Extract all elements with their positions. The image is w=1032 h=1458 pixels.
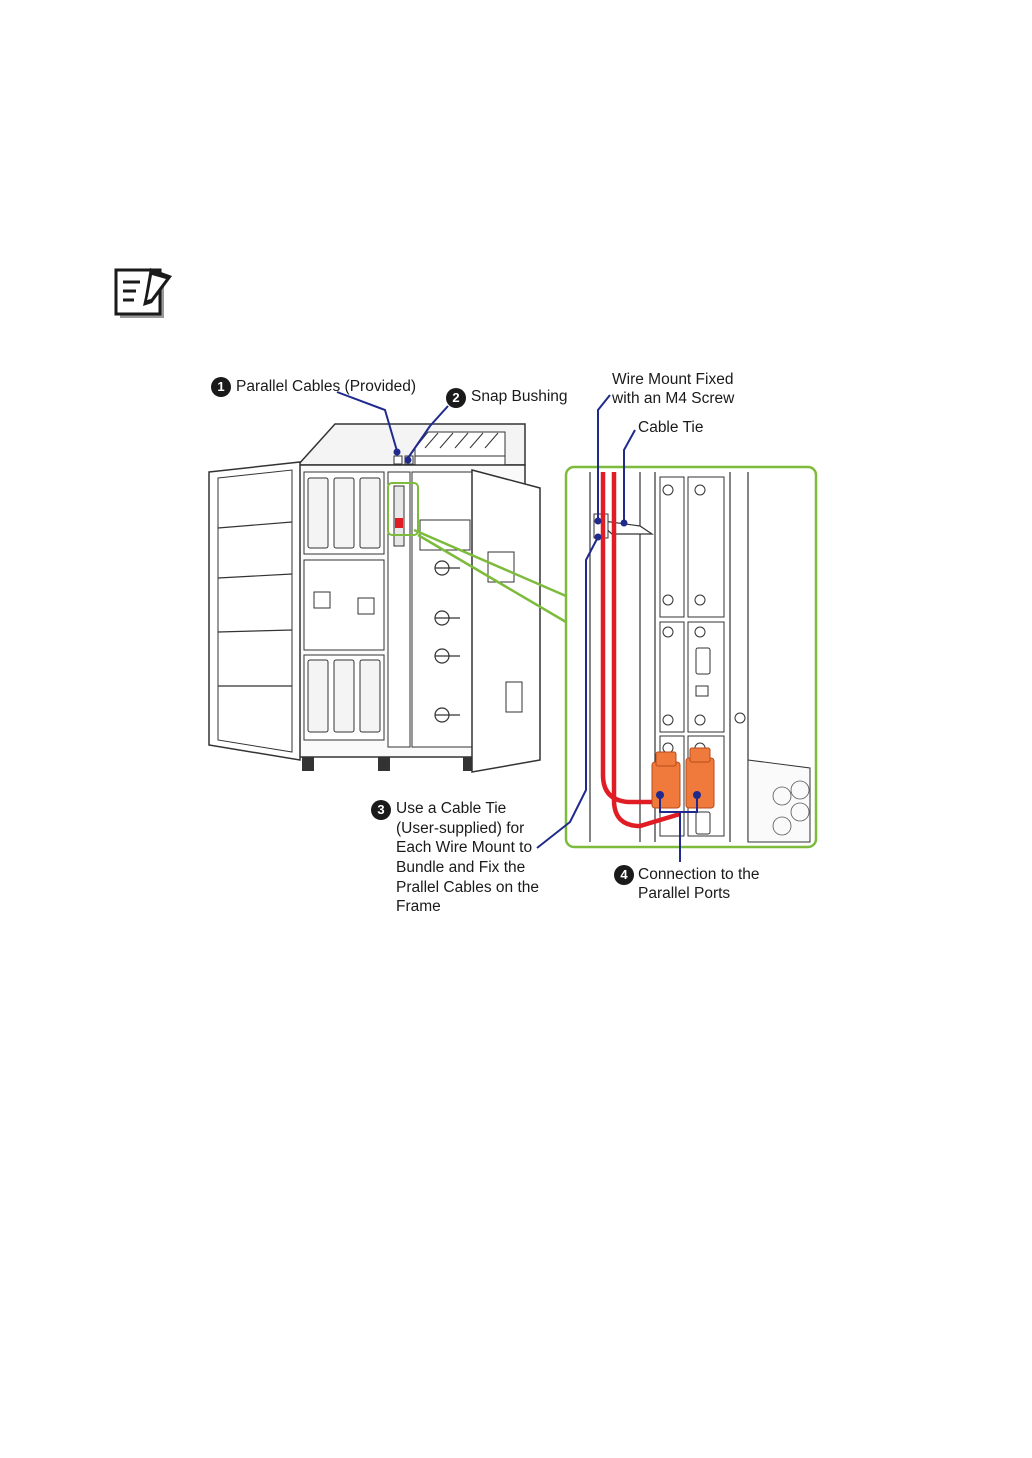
- callout-label-wire-mount-1: Wire Mount Fixed: [612, 370, 733, 390]
- callout-label-3-line1: Use a Cable Tie: [396, 799, 506, 819]
- callout-label-parallel-cables: Parallel Cables (Provided): [236, 377, 416, 397]
- callout-label-3-line5: Prallel Cables on the: [396, 878, 539, 898]
- right-door: [472, 470, 540, 772]
- callout-label-3-line2: (User-supplied) for: [396, 819, 524, 839]
- callout-number-4: 4: [614, 865, 634, 885]
- callout-label-4-line1: Connection to the: [638, 865, 760, 885]
- callout-label-3-line4: Bundle and Fix the: [396, 858, 525, 878]
- callout-label-3-line6: Frame: [396, 897, 441, 917]
- callout-label-snap-bushing: Snap Bushing: [471, 387, 568, 407]
- callout-number-3: 3: [371, 800, 391, 820]
- callout-label-4-line2: Parallel Ports: [638, 884, 730, 904]
- callout-number-2: 2: [446, 388, 466, 408]
- callout-number-1: 1: [211, 377, 231, 397]
- callout-label-cable-tie: Cable Tie: [638, 418, 703, 438]
- callout-label-3-line3: Each Wire Mount to: [396, 838, 532, 858]
- callout-label-wire-mount-2: with an M4 Screw: [612, 389, 734, 409]
